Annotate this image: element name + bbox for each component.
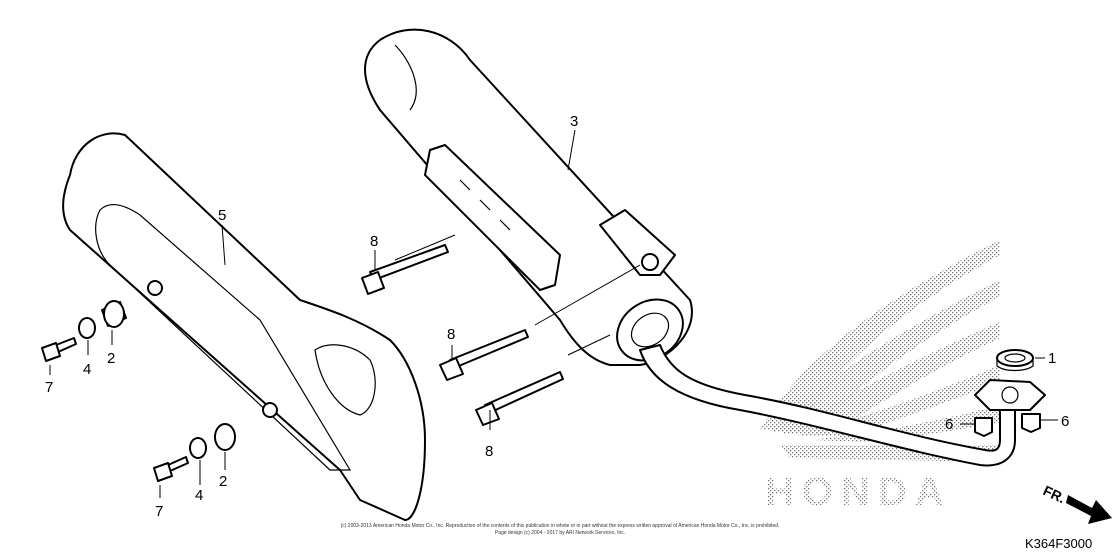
callout-2b: 2 bbox=[219, 473, 227, 490]
bolt-lower bbox=[475, 371, 564, 426]
joint-nuts bbox=[974, 413, 1041, 437]
callout-7b: 7 bbox=[155, 503, 163, 520]
callout-8b: 8 bbox=[447, 326, 455, 343]
callout-8c: 8 bbox=[485, 443, 493, 460]
gasket bbox=[996, 349, 1034, 372]
hardware-set-upper bbox=[41, 300, 127, 362]
muffler bbox=[364, 28, 693, 366]
front-indicator-label: FR. bbox=[1041, 482, 1068, 506]
heat-shield bbox=[62, 132, 426, 521]
callout-4b: 4 bbox=[195, 487, 203, 504]
honda-wordmark: HONDA bbox=[765, 470, 952, 514]
callout-1: 1 bbox=[1048, 350, 1056, 367]
callout-2a: 2 bbox=[107, 350, 115, 367]
callout-7a: 7 bbox=[45, 379, 53, 396]
leader-lines bbox=[49, 129, 1058, 498]
callout-4a: 4 bbox=[83, 361, 91, 378]
copyright-line-1: (c) 2003-2013 American Honda Motor Co., … bbox=[341, 523, 780, 529]
exhaust-pipe bbox=[639, 344, 1046, 467]
bolt-middle bbox=[439, 329, 529, 381]
callout-8a: 8 bbox=[370, 233, 378, 250]
diagram-code: K364F3000 bbox=[1025, 536, 1092, 551]
callout-6a: 6 bbox=[945, 416, 953, 433]
front-arrow-icon bbox=[1066, 495, 1112, 524]
copyright-line-2: Page design (c) 2004 - 2017 by ARI Netwo… bbox=[495, 530, 625, 536]
bolt-upper bbox=[361, 244, 449, 295]
callout-6b: 6 bbox=[1061, 413, 1069, 430]
callout-5: 5 bbox=[218, 207, 226, 224]
hardware-set-lower bbox=[153, 423, 236, 482]
callout-3: 3 bbox=[570, 113, 578, 130]
